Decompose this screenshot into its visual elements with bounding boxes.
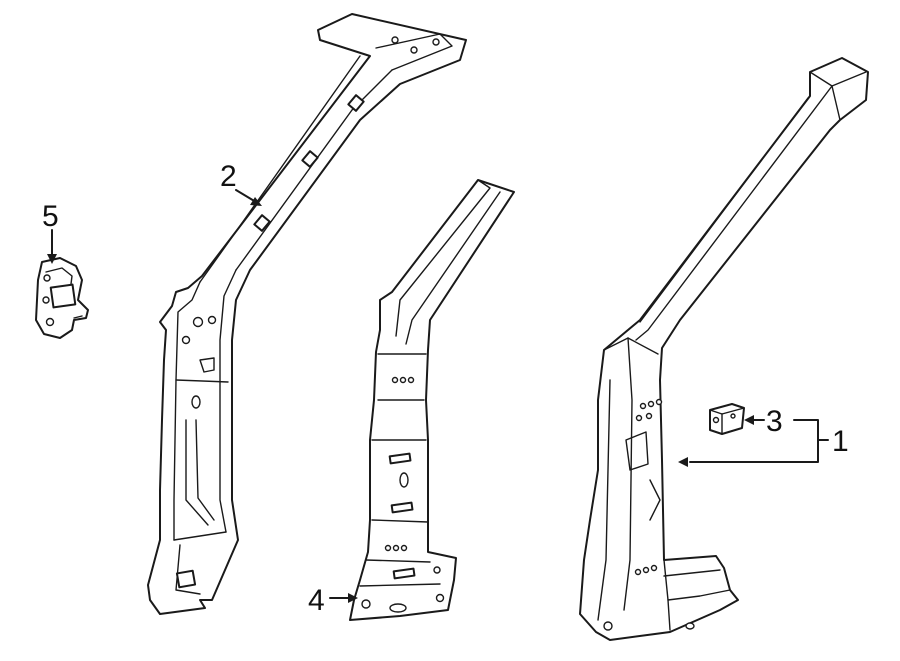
leader-2	[235, 189, 257, 203]
part-4-pillar	[349, 179, 515, 621]
callout-2: 2	[220, 160, 237, 193]
arrow-2	[250, 197, 262, 206]
callout-3: 3	[766, 405, 783, 438]
part-1-pillar	[579, 57, 869, 641]
callout-labels: 5 2 4 3 1	[42, 160, 849, 617]
callout-5: 5	[42, 200, 59, 233]
part-5-bracket	[35, 257, 89, 339]
leader-lines	[47, 189, 829, 603]
arrow-4	[348, 593, 358, 603]
callout-4: 4	[308, 584, 325, 617]
callout-1: 1	[832, 425, 849, 458]
arrow-1	[678, 457, 688, 467]
part-3-clip	[709, 403, 745, 435]
arrow-3	[744, 415, 754, 425]
arrow-5	[47, 254, 57, 264]
part-2-pillar	[147, 13, 467, 615]
